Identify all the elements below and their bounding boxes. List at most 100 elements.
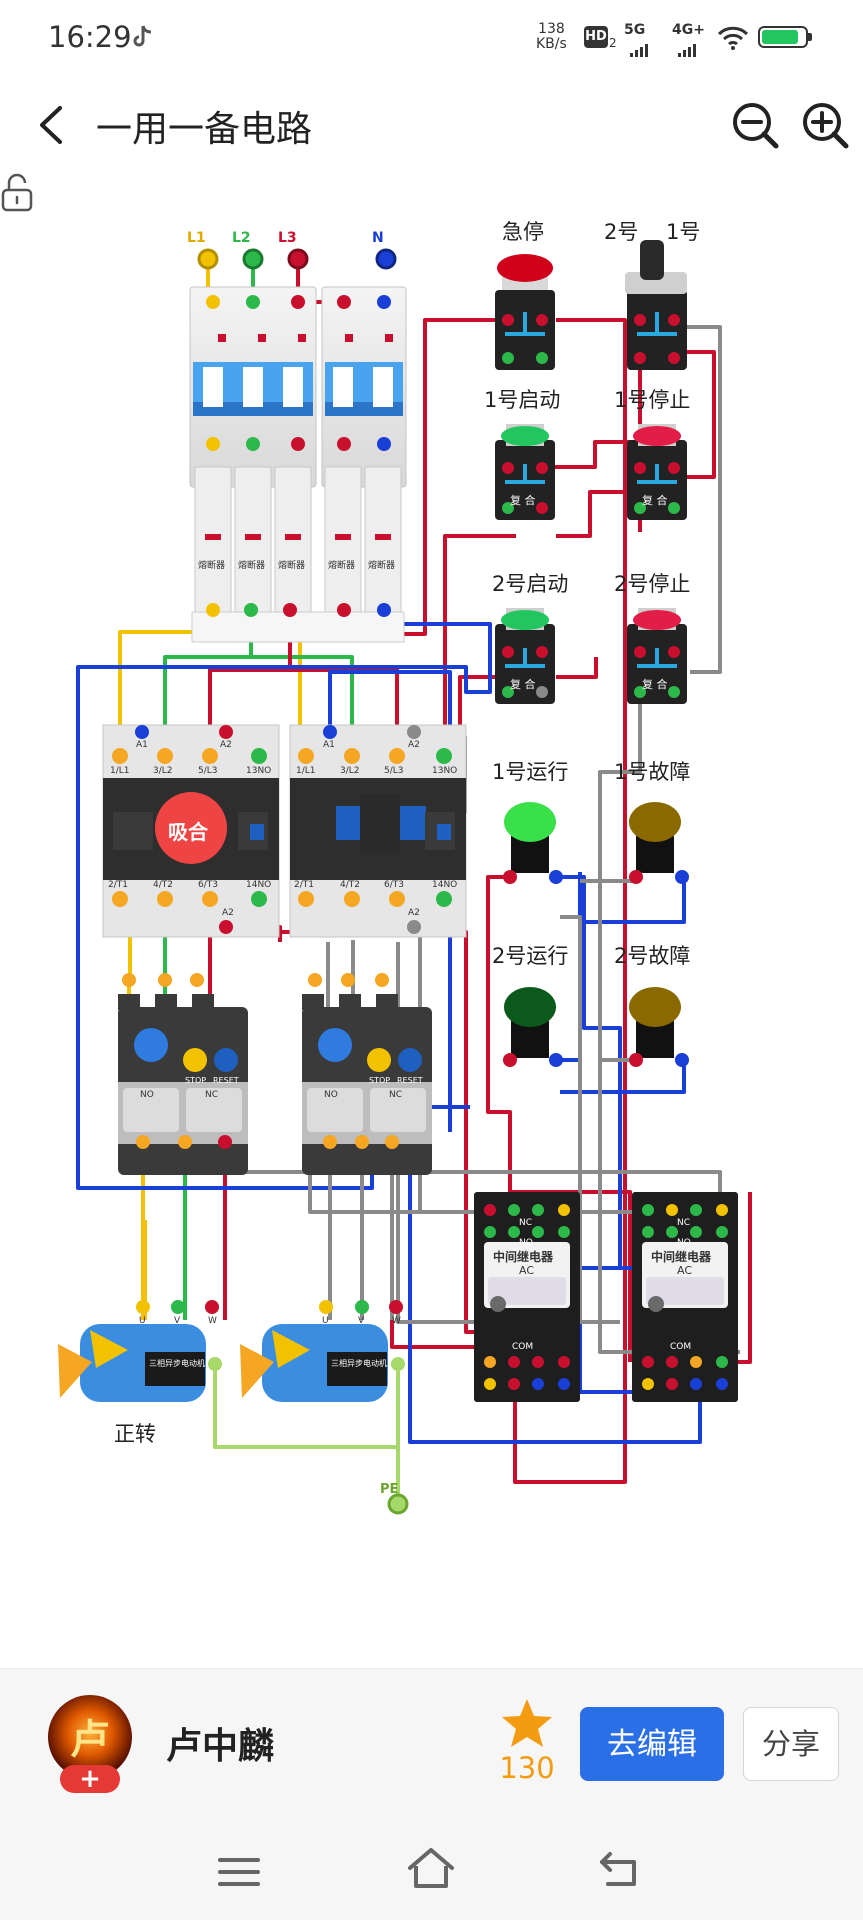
terminal-points — [112, 248, 728, 1515]
pin-13no-label: 13NO — [246, 766, 272, 776]
relay-com-label: COM — [512, 1342, 534, 1352]
pin-l1-label: 1/L1 — [110, 766, 130, 776]
pin-t3-label: 6/T3 — [198, 880, 218, 890]
terminal-n-label: N — [372, 230, 384, 246]
pin-l1-label: 1/L1 — [296, 766, 316, 776]
avatar-char: 卢 — [70, 1717, 110, 1763]
stop-2-label: 2号停止 — [614, 572, 691, 596]
overload-reset-label: RESET — [213, 1076, 239, 1085]
button-face-label: 复 合 — [642, 678, 668, 691]
zoom-in-icon[interactable] — [800, 100, 850, 150]
unlock-icon[interactable] — [0, 172, 34, 212]
pin-a1-label: A1 — [323, 740, 335, 750]
author-name[interactable]: 卢中麟 — [166, 1726, 275, 1767]
star-count: 130 — [499, 1751, 555, 1785]
lamp-run-2-label: 2号运行 — [492, 944, 569, 968]
motor-u-label: U — [322, 1316, 329, 1326]
pin-a2-label: A2 — [408, 740, 420, 750]
contactor-1 — [102, 724, 280, 938]
stop-1-label: 1号停止 — [614, 388, 691, 412]
circuit-canvas[interactable]: L1 L2 L3 N 熔断器 熔断器 熔断器 熔断器 熔断器 急停 2号 1号 … — [0, 172, 863, 1668]
relay-ac-label: AC — [677, 1264, 693, 1277]
overload-nc-label: NC — [389, 1090, 403, 1100]
relay-title: 中间继电器 — [493, 1250, 554, 1264]
pin-a1-label: A1 — [136, 740, 148, 750]
relay-no-label: NO — [677, 1238, 691, 1248]
overload-no-label: NO — [140, 1090, 154, 1100]
pin-a2-label: A2 — [408, 908, 420, 918]
motor-u-label: U — [139, 1316, 146, 1326]
circuit-breaker-3p — [189, 286, 317, 488]
intermediate-relay-2 — [632, 1192, 738, 1402]
star-icon[interactable] — [500, 1697, 554, 1749]
button-face-label: 复 合 — [510, 494, 536, 507]
engaged-badge: 吸合 — [168, 820, 208, 844]
pin-a2-label: A2 — [222, 908, 234, 918]
pin-a2-label: A2 — [220, 740, 232, 750]
lamp-run-1-label: 1号运行 — [492, 760, 569, 784]
pin-l3-label: 5/L3 — [198, 766, 218, 776]
motor-label: 三相异步电动机 — [149, 1359, 205, 1368]
fuse-label: 熔断器 — [328, 561, 356, 571]
pin-t1-label: 2/T1 — [108, 880, 128, 890]
relay-title: 中间继电器 — [651, 1250, 712, 1264]
author-action-bar: 卢 + 卢中麟 130 去编辑 分享 — [0, 1668, 863, 1819]
system-nav-bar — [0, 1818, 863, 1920]
motor-1 — [58, 1324, 206, 1402]
terminal-l1-label: L1 — [187, 230, 206, 246]
lamp-fault-2-label: 2号故障 — [614, 944, 691, 968]
motor-w-label: W — [208, 1316, 217, 1326]
signal-5g-label: 5G — [624, 22, 646, 38]
back-arrow-icon[interactable] — [30, 100, 76, 150]
relay-com-label: COM — [670, 1342, 692, 1352]
lamp-run-2 — [504, 987, 556, 1058]
wifi-icon — [717, 26, 749, 50]
fuse-label: 熔断器 — [238, 561, 266, 571]
hd-sub: 2 — [609, 36, 617, 50]
relay-nc-label: NC — [519, 1218, 533, 1228]
tiktok-icon — [133, 25, 152, 47]
contactor-2 — [289, 724, 467, 938]
signal-bars-icon — [630, 38, 650, 57]
signal-bars-icon — [678, 38, 698, 57]
edit-button[interactable]: 去编辑 — [580, 1707, 724, 1781]
start-1-label: 1号启动 — [484, 388, 561, 412]
relay-nc-label: NC — [677, 1218, 691, 1228]
pin-t2-label: 4/T2 — [153, 880, 173, 890]
relay-no-label: NO — [519, 1238, 533, 1248]
fuse-label: 熔断器 — [198, 561, 226, 571]
overload-stop-label: STOP — [185, 1076, 207, 1085]
overload-nc-label: NC — [205, 1090, 219, 1100]
overload-relay-2 — [302, 994, 432, 1175]
overload-relay-1 — [118, 994, 248, 1175]
motor-label: 三相异步电动机 — [331, 1359, 387, 1368]
nav-back-icon[interactable] — [598, 1848, 644, 1890]
selector-2-label: 2号 — [604, 220, 639, 244]
share-button[interactable]: 分享 — [743, 1707, 839, 1781]
lamp-run-1 — [504, 802, 556, 873]
forward-label: 正转 — [114, 1422, 156, 1446]
pin-14no-label: 14NO — [246, 880, 272, 890]
follow-plus-button[interactable]: + — [60, 1765, 120, 1793]
zoom-out-icon[interactable] — [730, 100, 780, 150]
page-title: 一用一备电路 — [96, 109, 313, 150]
button-face-label: 复 合 — [510, 678, 536, 691]
pin-t1-label: 2/T1 — [294, 880, 314, 890]
selector-1-label: 1号 — [666, 220, 701, 244]
lamp-fault-2 — [629, 987, 681, 1058]
overload-no-label: NO — [324, 1090, 338, 1100]
hd-badge: HD — [584, 26, 608, 48]
home-icon[interactable] — [406, 1846, 456, 1892]
selector-switch[interactable] — [625, 240, 687, 370]
pin-t3-label: 6/T3 — [384, 880, 404, 890]
terminal-pe-label: PE — [380, 1482, 399, 1497]
fuse-block — [191, 466, 405, 643]
pin-13no-label: 13NO — [432, 766, 458, 776]
app-header: 一用一备电路 — [0, 78, 863, 173]
terminal-l2-label: L2 — [232, 230, 251, 246]
menu-icon[interactable] — [216, 1852, 262, 1892]
pin-t2-label: 4/T2 — [340, 880, 360, 890]
pin-14no-label: 14NO — [432, 880, 458, 890]
motor-2 — [240, 1324, 388, 1402]
fuse-label: 熔断器 — [368, 561, 396, 571]
